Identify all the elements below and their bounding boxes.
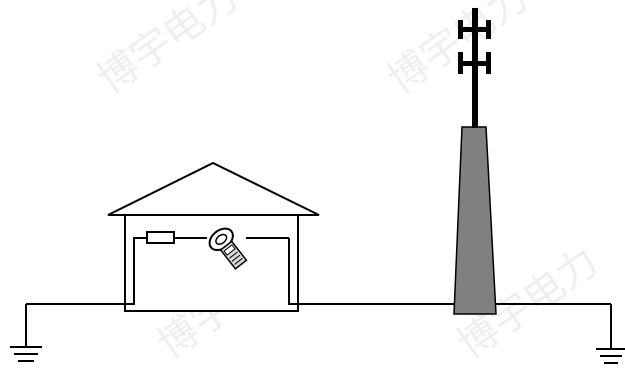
ground-symbol-right [596,304,625,364]
house-roof [107,161,320,216]
cell-tower [453,8,497,315]
house [107,161,320,312]
antenna-array-upper [458,20,491,39]
resistor [146,231,175,244]
tower-body [453,126,497,315]
antenna-array-lower [458,52,491,74]
watermark: 博宇电力 博宇电力 博宇电力 博宇电力 [89,0,606,368]
tower-mast [472,8,478,128]
house-body [124,214,299,312]
watermark-text: 博宇电力 [89,0,246,103]
ground-symbol-left [10,304,42,362]
watermark-text: 博宇电力 [379,0,536,103]
clamp-meter-icon [208,227,248,270]
internal-wiring [126,237,298,305]
